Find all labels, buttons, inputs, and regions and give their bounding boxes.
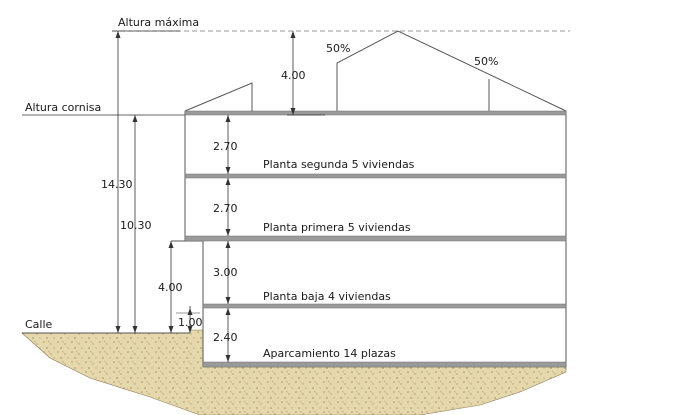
floor-height-second: 2.70 — [213, 140, 238, 153]
slab-second — [184, 173, 567, 179]
roof-slope-right-label: 50% — [474, 55, 498, 68]
floor-label-basement: Aparcamiento 14 plazas — [263, 347, 396, 360]
floor-label-second: Planta segunda 5 viviendas — [263, 158, 415, 171]
floor-label-first: Planta primera 5 viviendas — [263, 221, 411, 234]
roof-ridge — [336, 30, 567, 112]
total-height-label: 14.30 — [101, 178, 133, 191]
cornice-height-label: 10.30 — [120, 219, 152, 232]
slab-basement — [202, 361, 567, 368]
slab-first — [184, 235, 567, 242]
slab-ground — [202, 303, 567, 309]
calle-label: Calle — [25, 318, 53, 331]
altura-cornisa-label: Altura cornisa — [25, 101, 101, 114]
roof-height-label: 4.00 — [281, 69, 306, 82]
roof-slope-left-label: 50% — [326, 42, 350, 55]
slab-roof — [184, 110, 567, 116]
roof-parapet-left — [184, 82, 253, 112]
floor-label-ground: Planta baja 4 viviendas — [263, 290, 391, 303]
floor-height-ground: 3.00 — [213, 266, 238, 279]
ground-soil — [21, 329, 567, 415]
ground-offset-label: 4.00 — [158, 281, 183, 294]
floor-height-first: 2.70 — [213, 202, 238, 215]
altura-maxima-label: Altura máxima — [118, 16, 199, 29]
floor-height-basement: 2.40 — [213, 331, 238, 344]
street-step-label: 1.00 — [178, 316, 203, 329]
